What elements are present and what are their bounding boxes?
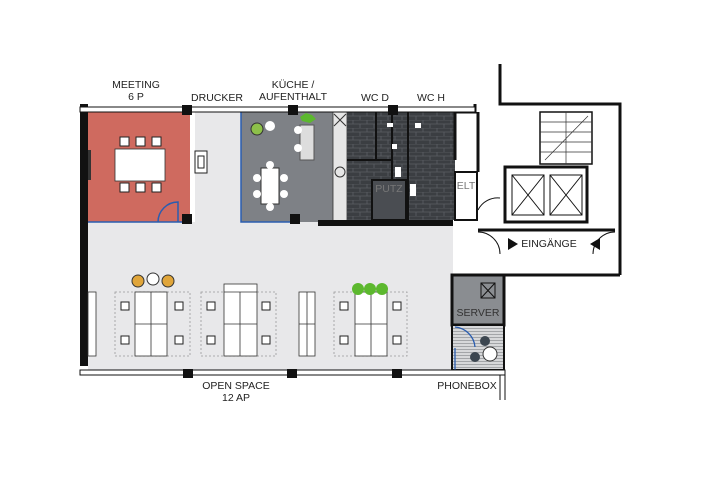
- phonebox-room[interactable]: [451, 324, 505, 371]
- desk-groups: [87, 283, 408, 357]
- server-label: SERVER: [456, 307, 500, 319]
- plant-icon: [352, 283, 388, 295]
- cleaning-room[interactable]: [371, 179, 407, 221]
- printer-label: DRUCKER: [191, 92, 243, 104]
- wc-men-label: WC H: [417, 92, 445, 104]
- wc-women-label: WC D: [361, 92, 389, 104]
- entrances-label: EINGÄNGE: [521, 238, 577, 250]
- phonebox-label: PHONEBOX: [437, 380, 497, 392]
- printer-icon: [194, 150, 208, 174]
- elevator: [503, 165, 589, 224]
- electrical-room[interactable]: [454, 171, 478, 221]
- cleaning-label: PUTZ: [375, 183, 403, 195]
- electrical-label: ELT: [456, 180, 476, 192]
- kitchen-label: KÜCHE /AUFENTHALT: [258, 79, 328, 103]
- plant-icon: [300, 113, 316, 123]
- meeting-table: [114, 148, 166, 182]
- kitchen-table: [260, 167, 280, 205]
